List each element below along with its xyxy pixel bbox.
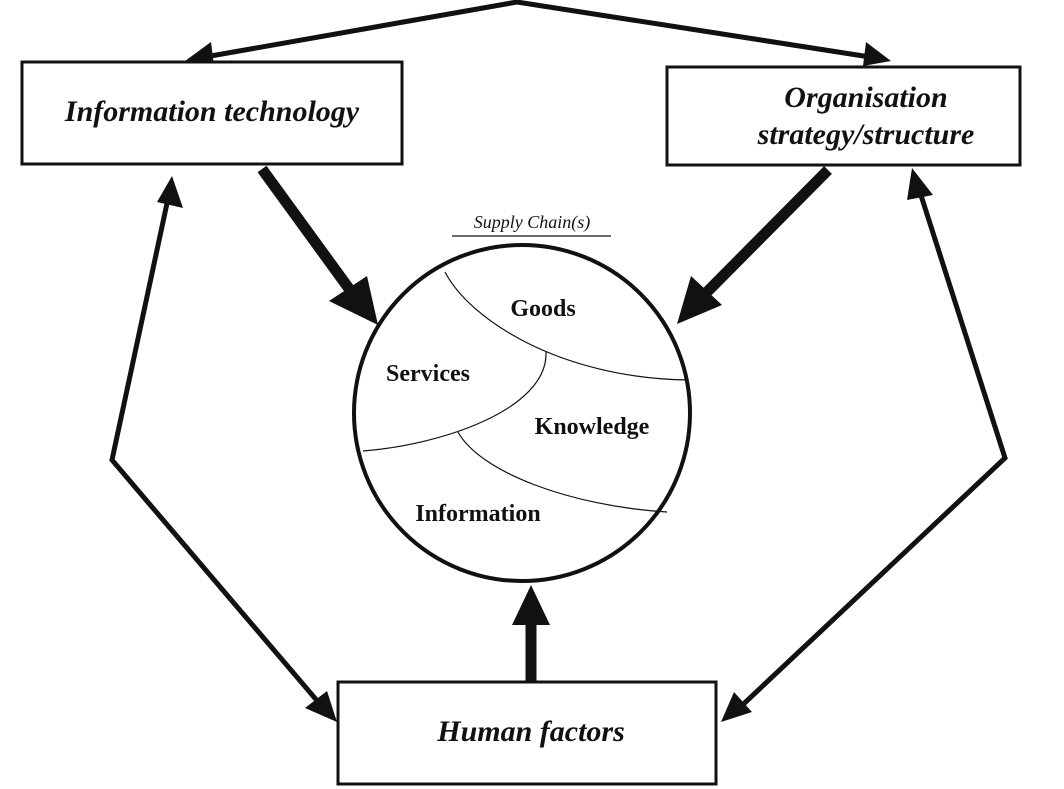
arrowhead-to-human-factors-right [721, 692, 752, 722]
arrowhead-human-factors-to-circle [512, 585, 550, 625]
node-information-technology-label: Information technology [64, 95, 360, 128]
arrowhead-to-organisation-right [907, 168, 933, 200]
segment-information: Information [415, 501, 540, 527]
divider-knowledge [457, 431, 668, 513]
edge-organisation-human-factors [721, 168, 1008, 722]
node-information-technology: Information technology [20, 60, 404, 166]
divider-goods [444, 271, 689, 381]
arrowhead-to-it [185, 42, 214, 66]
supply-chain-circle [352, 243, 692, 583]
segment-knowledge: Knowledge [535, 414, 650, 440]
supply-chain-circle-group: Goods Services Knowledge Information [352, 243, 692, 583]
edge-organisation-to-supply-chain [677, 166, 832, 324]
segment-goods: Goods [510, 296, 575, 322]
node-human-factors-label: Human factors [436, 715, 625, 748]
arrowhead-it-to-circle [329, 276, 378, 325]
node-organisation-label-line2: strategy/structure [757, 118, 975, 151]
edge-human-factors-to-supply-chain [512, 585, 550, 682]
node-human-factors: Human factors [336, 680, 718, 786]
segment-services: Services [386, 361, 470, 387]
edge-it-human-factors [109, 176, 337, 722]
supply-chain-caption: Supply Chain(s) [474, 212, 591, 233]
arrowhead-organisation-to-circle [677, 276, 722, 324]
divider-services [362, 351, 547, 452]
edge-it-to-supply-chain [257, 165, 378, 325]
arrowhead-to-human-factors-left [305, 691, 337, 722]
arrowhead-to-organisation [863, 42, 891, 66]
node-organisation: Organisation strategy/structure [665, 65, 1022, 167]
arrowhead-to-it-left [157, 176, 183, 208]
node-organisation-label-line1: Organisation [784, 81, 947, 114]
edge-it-organisation [185, 0, 891, 66]
